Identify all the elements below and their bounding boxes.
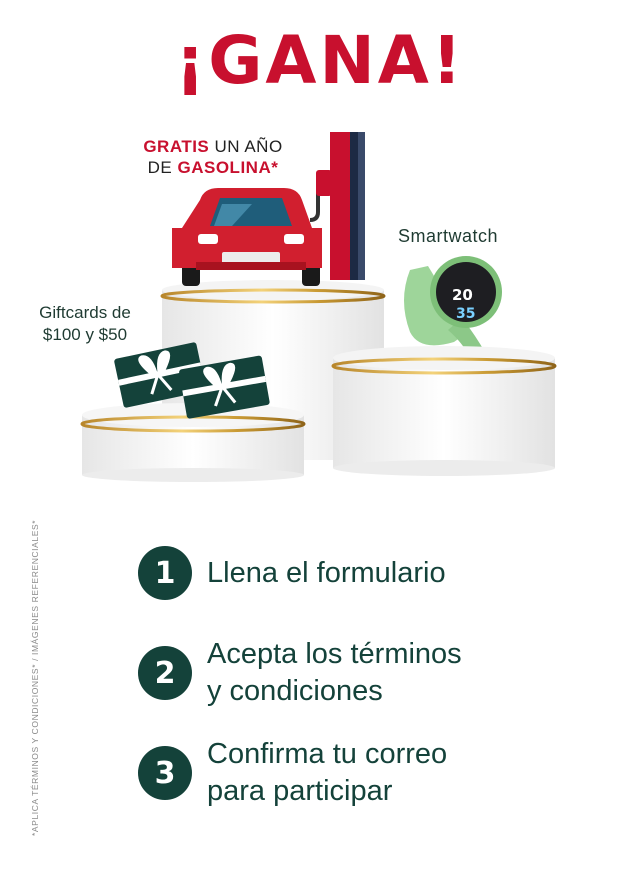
gas-pump-icon — [309, 132, 365, 280]
step-text: Confirma tu correo para participar — [207, 736, 537, 810]
smartwatch-icon: 20 35 — [404, 256, 502, 360]
fuel-line1-rest: UN AÑO — [209, 137, 283, 156]
disclaimer-text: *APLICA TÉRMINOS Y CONDICIONES* / IMÁGEN… — [30, 519, 40, 836]
headline: ¡GANA! — [175, 22, 465, 99]
podium-scene: 20 35 — [80, 132, 557, 482]
step-text: Llena el formulario — [207, 555, 537, 592]
step-number-badge: 3 — [138, 746, 192, 800]
giftcard-icon — [114, 342, 270, 419]
fuel-line2-bold: GASOLINA* — [177, 158, 279, 177]
step-item-2: 2 Acepta los términos y condiciones — [138, 636, 537, 710]
step-number-badge: 1 — [138, 546, 192, 600]
car-icon — [172, 188, 322, 286]
giftcards-line2: $100 y $50 — [42, 325, 128, 344]
left-podium — [80, 403, 306, 482]
prize-giftcards-label: Giftcards de $100 y $50 — [20, 302, 150, 346]
step-line2: para participar — [207, 775, 393, 807]
step-text: Acepta los términos y condiciones — [207, 636, 537, 710]
step-item-3: 3 Confirma tu correo para participar — [138, 736, 537, 810]
right-podium — [331, 346, 557, 476]
step-item-1: 1 Llena el formulario — [138, 546, 537, 600]
fuel-line1-bold: GRATIS — [143, 137, 210, 156]
watch-time-top: 20 — [452, 286, 473, 304]
giftcards-line1: Giftcards de — [39, 303, 131, 322]
step-number-badge: 2 — [138, 646, 192, 700]
step-line2: y condiciones — [207, 675, 383, 707]
step-line1: Confirma tu correo — [207, 738, 448, 770]
watch-time-bottom: 35 — [456, 306, 475, 322]
prize-fuel-label: GRATIS UN AÑO DE GASOLINA* — [118, 136, 308, 178]
step-line1: Llena el formulario — [207, 556, 446, 589]
prize-smartwatch-label: Smartwatch — [398, 226, 499, 246]
step-line1: Acepta los términos — [207, 638, 462, 670]
fuel-line2-pre: DE — [147, 158, 178, 177]
